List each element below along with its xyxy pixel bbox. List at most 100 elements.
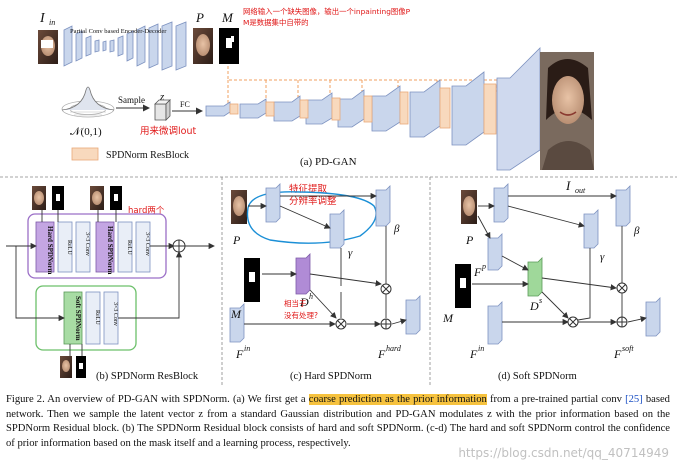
c-mask-image [244,258,260,302]
b-mask-1 [52,186,64,210]
panel-b: hard两个 Hard SPDNorm ReLU 3×3 Conv Hard S… [6,186,215,382]
svg-text:ReLU: ReLU [94,310,100,325]
panel-c: P 特征提取 分辨率调整 M [229,183,421,382]
c-fout-label: F [377,347,386,361]
c-add [380,318,392,330]
finetune-note: 用来微调lout [140,125,196,137]
caption-part-1: Figure 2. An overview of PD-GAN with SPD… [6,394,309,405]
d-fp-sup: p [481,262,486,271]
c-arrows [244,192,407,328]
panel-a: I in Partial Conv based Encoder-Decoder … [38,7,594,195]
fc-label: FC [180,100,190,109]
d-feature-blocks [487,183,661,345]
output-label-sub: out [575,186,586,195]
b-prior-2 [90,186,104,210]
svg-text:ReLU: ReLU [126,240,132,255]
noise-label: 𝒩(0,1) [70,126,102,138]
conv-1: 3×3 Conv [75,221,91,273]
b-add-node [172,239,186,253]
d-p-label: P [465,233,474,247]
encoder-label: Partial Conv based Encoder-Decoder [70,28,167,35]
caption-citation-link[interactable]: [25] [625,394,643,405]
svg-text:Hard SPDNorm: Hard SPDNorm [46,226,54,275]
conv-3: 3×3 Conv [103,291,119,345]
panel-a-title: (a) PD-GAN [300,156,357,168]
figure-caption: Figure 2. An overview of PD-GAN with SPD… [6,393,670,451]
conv-2: 3×3 Conv [135,221,151,273]
hard-spdnorm-1: Hard SPDNorm [35,221,55,275]
relu-1: ReLU [57,221,73,273]
relu-2: ReLU [117,221,133,273]
c-fin-sup: in [244,344,250,353]
svg-text:Hard SPDNorm: Hard SPDNorm [106,226,114,275]
caption-part-3: based network. Then we sample the latent… [6,394,670,449]
sample-label: Sample [118,95,145,105]
panel-b-title: (b) SPDNorm ResBlock [96,371,199,382]
svg-text:ReLU: ReLU [66,240,72,255]
d-prior-image [461,190,477,224]
d-fin-sup: in [478,344,484,353]
relu-3: ReLU [85,291,101,345]
d-add [616,316,628,328]
note-cn-1: 网络输入一个缺失图像，输出一个inpainting图像P [243,7,411,16]
d-m-label: M [442,311,454,325]
c-gamma: γ [348,247,353,259]
b-mask-3 [76,356,86,378]
d-gamma: γ [600,251,605,263]
d-mult-2 [567,316,579,328]
b-flow-lines [6,210,215,322]
c-m-label: M [230,307,242,321]
hard-note: hard两个 [128,206,165,216]
watermark: https://blog.csdn.net/qq_40714949 [458,446,669,460]
q-note-2: 没有处理? [284,310,318,320]
panel-d-title: (d) Soft SPDNorm [498,371,577,382]
dh-block [295,253,311,295]
d-mult-1 [616,282,628,294]
d-arrows [472,192,647,326]
c-mult-1 [380,283,392,295]
pd-gan-figure: I in Partial Conv based Encoder-Decoder … [0,7,677,385]
d-mask-image [455,264,471,308]
prior-label: P [195,10,204,25]
panel-c-title: (c) Hard SPDNorm [290,371,372,382]
q-note-1: 相当于 [284,298,307,308]
input-label-sub: in [49,18,55,27]
resblock-markers [229,83,497,135]
b-prior-1 [32,186,46,210]
input-image [38,30,58,64]
z-vector [154,99,171,121]
c-feature-blocks [229,183,421,343]
c-beta: β [393,223,400,235]
output-label: I [565,178,571,193]
c-fout-sup: hard [386,344,402,353]
mask-image [219,28,239,64]
d-ds-label: D [529,299,539,313]
note-cn-2: M是数据集中自带的 [243,18,309,27]
d-ds-sup: s [539,296,542,305]
z-label: z [159,91,165,103]
input-label: I [39,11,46,26]
d-fp-label: F [473,265,482,279]
generator-blocks [205,71,485,146]
legend-swatch [71,147,99,161]
svg-text:3×3 Conv: 3×3 Conv [112,302,118,326]
d-beta: β [633,225,640,237]
mask-label: M [221,10,234,25]
c-dh-sup: h [309,292,313,301]
svg-text:Soft SPDNorm: Soft SPDNorm [74,296,82,341]
ds-block [527,257,543,297]
feature-annotation-loop [246,191,377,244]
output-image [540,52,594,170]
caption-highlight: coarse prediction as the prior informati… [308,394,487,405]
b-mask-2 [110,186,122,210]
panel-d: P M [442,183,661,382]
d-fin-label: F [469,347,478,361]
gaussian-surface [61,86,115,118]
caption-part-2: from a pre-trained partial conv [486,394,626,405]
c-prior-image [231,190,247,224]
b-prior-3 [60,356,72,378]
encoder-decoder [63,21,187,71]
feature-note-2: 分辨率调整 [289,195,337,207]
legend-label: SPDNorm ResBlock [106,150,189,161]
c-mult-2 [335,318,347,330]
